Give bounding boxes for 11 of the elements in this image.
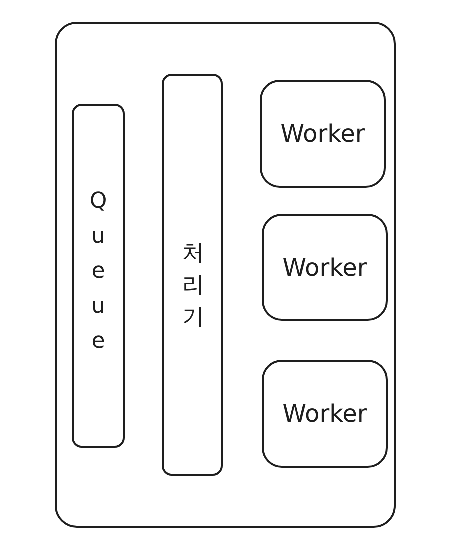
queue-label: Queue: [86, 188, 111, 364]
worker-box: [262, 214, 388, 321]
queue-box: [72, 104, 125, 448]
worker-label: Worker: [282, 400, 368, 428]
worker-label: Worker: [280, 120, 366, 148]
worker-box: [262, 360, 388, 468]
processor-box: [162, 74, 223, 476]
processor-label: 처리기: [180, 227, 206, 323]
worker-label: Worker: [282, 254, 368, 282]
worker-box: [260, 80, 386, 188]
container-box: [55, 22, 396, 528]
